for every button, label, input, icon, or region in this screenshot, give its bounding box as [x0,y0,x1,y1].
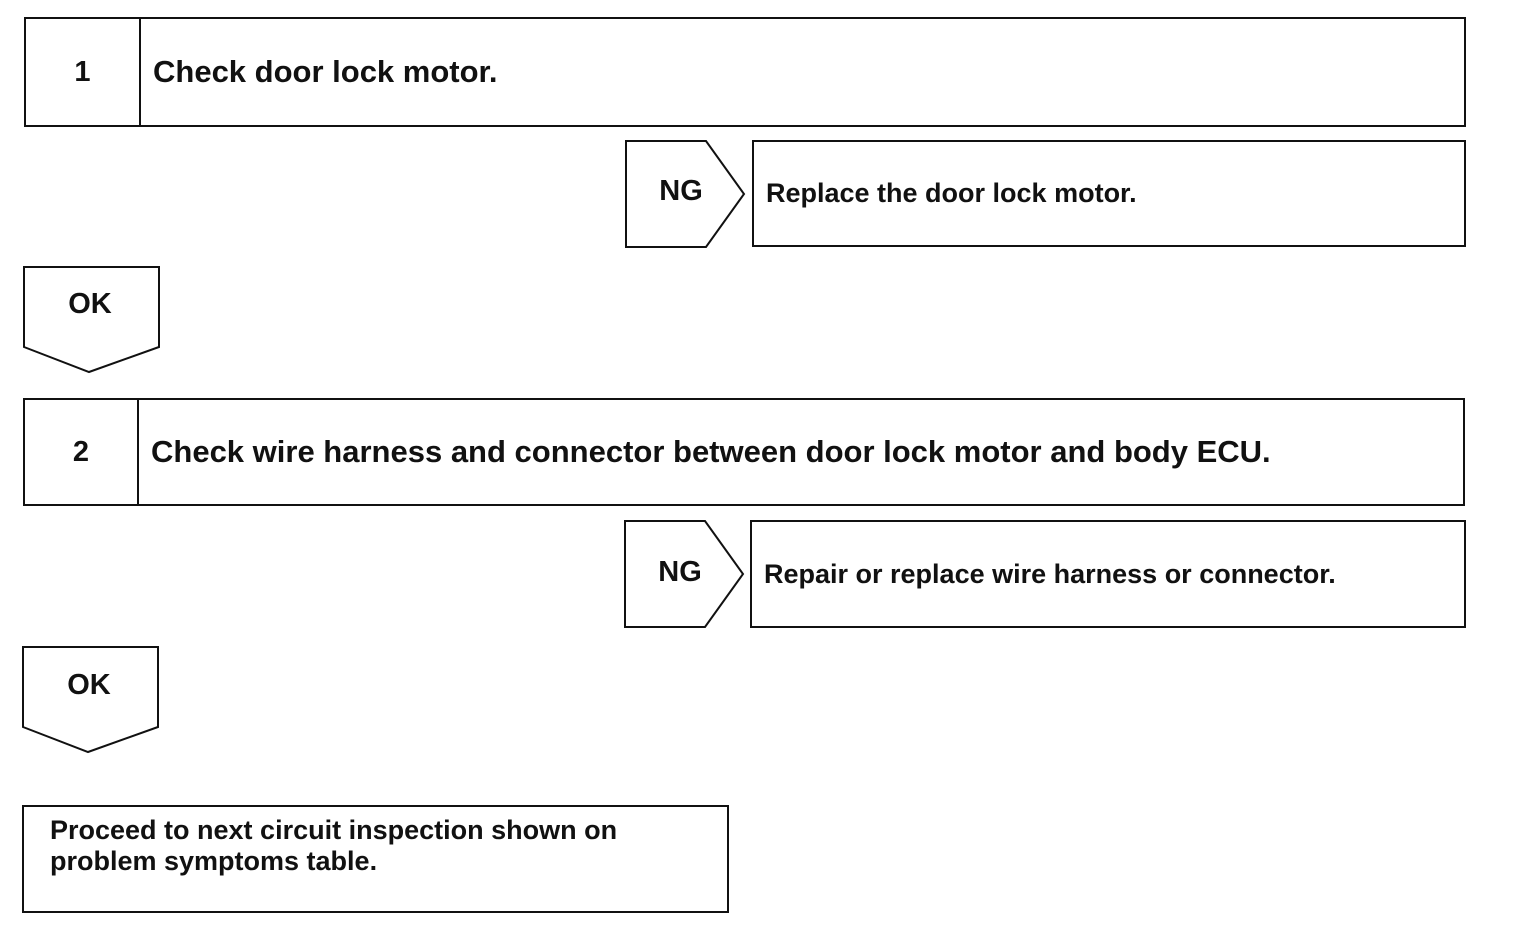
step-1-number: 1 [26,19,141,125]
ng-label-1: NG [659,175,703,207]
ok-label-1: OK [68,288,112,320]
step-1-text: Check door lock motor. [153,54,498,89]
final-instruction-line-2: problem symptoms table. [50,846,378,876]
step-2-number: 2 [25,400,139,504]
ok-label-2: OK [67,669,111,701]
ng-result-1-box: Replace the door lock motor. [752,140,1466,247]
ng-result-1-text: Replace the door lock motor. [766,178,1137,208]
ng-label-2: NG [658,556,702,588]
ok-arrow-2 [22,646,159,754]
ng-arrow-1 [625,140,746,248]
ng-result-2-text: Repair or replace wire harness or connec… [764,558,1336,589]
step-1-box: 1 Check door lock motor. [24,17,1466,127]
ok-arrow-1 [23,266,160,374]
ng-result-2-box: Repair or replace wire harness or connec… [750,520,1466,628]
step-2-text: Check wire harness and connector between… [151,434,1271,469]
final-instruction-line-1: Proceed to next circuit inspection shown… [50,815,618,845]
ng-arrow-2 [624,520,745,628]
step-2-box: 2 Check wire harness and connector betwe… [23,398,1465,506]
final-instruction-box: Proceed to next circuit inspection shown… [22,805,729,913]
